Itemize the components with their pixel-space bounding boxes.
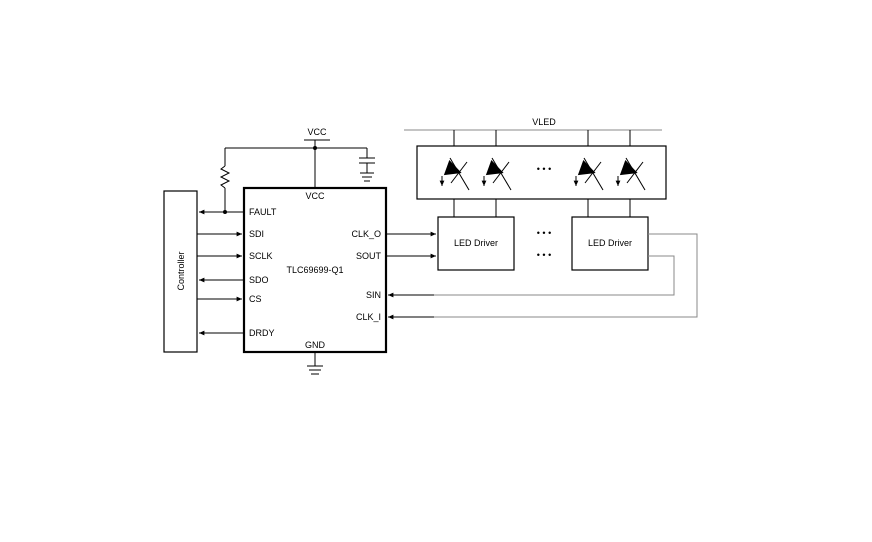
tlc69699-chip [242, 186, 388, 354]
ic-name-label: TLC69699-Q1 [286, 265, 343, 275]
pin-clk-i: CLK_I [356, 312, 381, 322]
pin-fault: FAULT [249, 207, 277, 217]
pin-clk-o: CLK_O [351, 229, 381, 239]
pin-sin: SIN [366, 290, 381, 300]
led-icon [481, 157, 512, 191]
led-icon [573, 157, 604, 191]
led-driver-2-label: LED Driver [588, 238, 632, 248]
vcc-pin-label: VCC [305, 191, 325, 201]
led-ellipsis: • • • [537, 164, 551, 174]
controller-block [163, 190, 198, 353]
led-array-box [416, 145, 667, 200]
pin-sdo: SDO [249, 275, 269, 285]
gnd-pin-label: GND [305, 340, 326, 350]
led-icon [439, 157, 470, 191]
pin-drdy: DRDY [249, 328, 275, 338]
pin-sclk: SCLK [249, 251, 273, 261]
driver-ellipsis-2: • • • [537, 250, 551, 260]
pin-sdi: SDI [249, 229, 264, 239]
led-driver-1-label: LED Driver [454, 238, 498, 248]
pin-sout: SOUT [356, 251, 382, 261]
led-icon [615, 157, 646, 191]
controller-label: Controller [176, 251, 186, 290]
vled-label: VLED [532, 117, 556, 127]
pin-cs: CS [249, 294, 262, 304]
led-driver-2 [571, 216, 649, 271]
pullup-resistor [219, 165, 231, 189]
clk-i-return-path [434, 233, 698, 318]
led-driver-1 [437, 216, 515, 271]
driver-ellipsis-1: • • • [537, 228, 551, 238]
sin-return-path [434, 255, 675, 296]
vcc-top-label: VCC [307, 127, 327, 137]
